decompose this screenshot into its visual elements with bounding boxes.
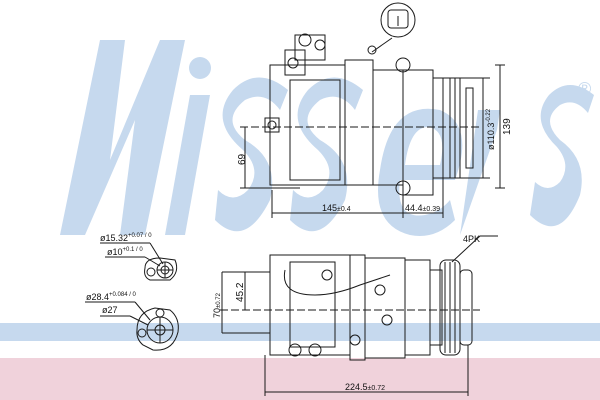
- dim-45-2: 45.2: [235, 282, 246, 302]
- port1-outer-dim: ø15.32+0.07 / 0: [100, 233, 152, 243]
- port1-inner-tol: +0.1 / 0: [122, 247, 143, 253]
- port2-inner-dim: ø27: [102, 305, 118, 315]
- dim-pulley-diameter-tol: -0.22: [486, 108, 492, 123]
- port2-outer-dim: ø28.4+0.084 / 0: [86, 292, 136, 302]
- dim-total-length: 224.5±0.72: [345, 382, 385, 393]
- port1-inner-value: ø10: [107, 247, 123, 257]
- dim-length-44: 44.4±0.39: [405, 203, 440, 214]
- nissens-watermark: ®: [60, 40, 594, 236]
- dim-total-length-tol: ±0.72: [367, 385, 385, 392]
- belt-label-4pk: 4PK: [463, 234, 481, 244]
- dim-length-145-tol: ±0.4: [337, 206, 351, 213]
- dim-height-139: 139: [502, 118, 513, 135]
- dim-length-145: 145±0.4: [322, 203, 351, 214]
- dim-70: 70±0.72: [212, 293, 222, 318]
- dim-pulley-diameter-value: ø110.3: [486, 122, 496, 150]
- dim-length-44-value: 44.4: [405, 203, 423, 213]
- dim-70-tol: ±0.72: [216, 293, 222, 308]
- svg-text:®: ®: [578, 79, 591, 99]
- port2-outer-tol: +0.084 / 0: [109, 292, 136, 298]
- watermark-pink-band: [0, 358, 600, 400]
- dim-length-44-tol: ±0.39: [422, 206, 440, 213]
- port1-outer-tol: +0.07 / 0: [128, 233, 152, 239]
- dim-70-value: 70: [212, 307, 222, 318]
- dim-mount-69: 69: [237, 153, 248, 165]
- port2-outer-value: ø28.4: [86, 292, 110, 302]
- dim-pulley-diameter: ø110.3-0.22: [486, 109, 496, 150]
- port1-inner-dim: ø10+0.1 / 0: [107, 247, 143, 257]
- port1-outer-value: ø15.32: [100, 233, 129, 243]
- dim-length-145-value: 145: [322, 203, 338, 213]
- dim-total-length-value: 224.5: [345, 382, 368, 392]
